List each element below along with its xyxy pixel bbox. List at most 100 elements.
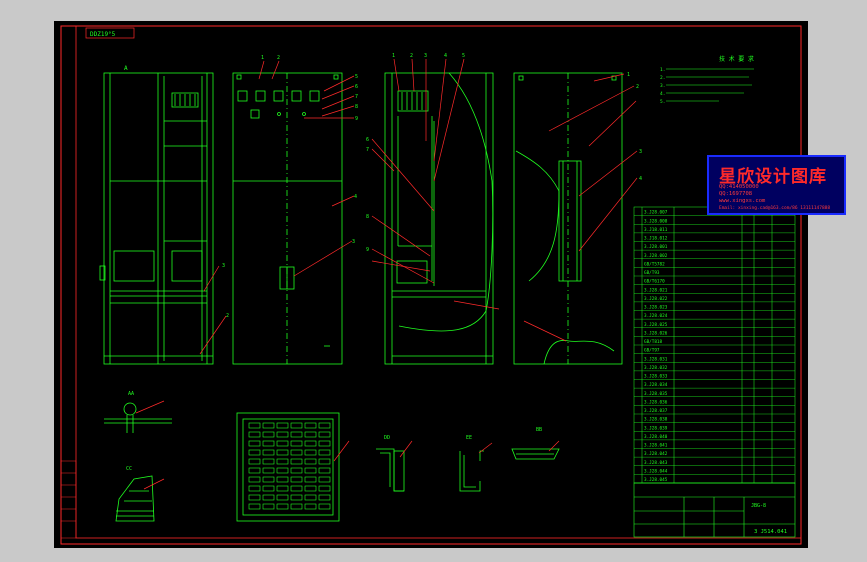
vent-slot bbox=[276, 422, 289, 429]
notes-title: 技 术 要 求 bbox=[719, 55, 754, 63]
detail-bb-label: BB bbox=[536, 427, 542, 433]
vent-slot bbox=[262, 440, 275, 447]
vent-slot bbox=[304, 431, 317, 438]
vent-slot bbox=[304, 422, 317, 429]
note-1: 1. bbox=[660, 67, 665, 73]
inner-frame bbox=[75, 25, 802, 539]
bom-code: 3.J18.012 bbox=[644, 236, 668, 242]
vent-slot bbox=[304, 503, 317, 510]
bom-code: 3.J28.032 bbox=[644, 365, 668, 371]
vent-slot bbox=[290, 485, 303, 492]
watermark-qq2: QQ:1697708 bbox=[719, 191, 753, 197]
bom-code: 3.J28.031 bbox=[644, 356, 668, 362]
title-block bbox=[633, 482, 796, 538]
vent-slot bbox=[318, 422, 331, 429]
detail-dd-label: DD bbox=[384, 435, 390, 441]
note-5: 5. bbox=[660, 99, 665, 105]
vent-slot bbox=[248, 467, 261, 474]
rear-view-leaders bbox=[523, 73, 638, 342]
bom-code: 3.J28.035 bbox=[644, 391, 668, 397]
detail-cc-label: CC bbox=[126, 466, 132, 472]
vent-slot bbox=[304, 494, 317, 501]
vent-slot bbox=[262, 476, 275, 483]
vent-slot bbox=[262, 467, 275, 474]
bom-code: 3.J28.036 bbox=[644, 399, 668, 405]
bom-code: 3.J28.008 bbox=[644, 218, 668, 224]
bom-code: 3.J28.040 bbox=[644, 434, 668, 440]
bom-code: 3.J28.025 bbox=[644, 322, 668, 328]
vent-slot bbox=[276, 494, 289, 501]
vent-slot bbox=[248, 503, 261, 510]
door-leader-1: 1 bbox=[261, 55, 264, 61]
vent-slots bbox=[248, 422, 331, 510]
door-leader-7: 7 bbox=[355, 94, 358, 100]
bom-code: 3.J28.043 bbox=[644, 460, 668, 466]
vent-slot bbox=[304, 449, 317, 456]
vent-slot bbox=[262, 458, 275, 465]
vent-slot bbox=[304, 467, 317, 474]
door-leader-3: 3 bbox=[352, 239, 355, 245]
bom-code: 3.J28.038 bbox=[644, 417, 668, 423]
bom-code: 3.J28.045 bbox=[644, 477, 668, 483]
bom-code: 3.J28.039 bbox=[644, 425, 668, 431]
bom-code: GB/T5782 bbox=[644, 261, 665, 267]
bom-code: GB/T6170 bbox=[644, 279, 665, 285]
detail-dd bbox=[376, 448, 405, 492]
left-stamp bbox=[60, 460, 77, 539]
vent-slot bbox=[276, 503, 289, 510]
vent-slot bbox=[318, 485, 331, 492]
door-view bbox=[232, 72, 343, 365]
front-leader-3: 3 bbox=[222, 263, 225, 269]
front-view-label: A bbox=[124, 65, 128, 72]
vent-slot bbox=[276, 476, 289, 483]
watermark-stamp: 星欣设计图库 QQ:414050000 QQ:1697708 www.xingx… bbox=[707, 155, 846, 215]
vent-slot bbox=[262, 449, 275, 456]
front-leader-2: 2 bbox=[226, 313, 229, 319]
bom-code: 3.J28.041 bbox=[644, 443, 668, 449]
vent-slot bbox=[318, 494, 331, 501]
vent-slot bbox=[262, 422, 275, 429]
side-leader-9: 9 bbox=[366, 247, 369, 253]
detail-bb bbox=[511, 448, 560, 460]
vent-slot bbox=[276, 449, 289, 456]
side-leader-5: 5 bbox=[462, 53, 465, 59]
side-leader-8: 8 bbox=[366, 214, 369, 220]
rear-leader-4: 4 bbox=[639, 176, 642, 182]
rear-leader-3: 3 bbox=[639, 149, 642, 155]
bom-rows: 3.J28.0073.J28.0083.J18.0113.J18.0123.J2… bbox=[634, 210, 795, 484]
vent-slot bbox=[248, 440, 261, 447]
bom-code: 3.J28.023 bbox=[644, 305, 668, 311]
side-leader-2: 2 bbox=[410, 53, 413, 59]
vent-slot bbox=[304, 458, 317, 465]
bom-code: 3.J28.001 bbox=[644, 244, 668, 250]
note-4: 4. bbox=[660, 91, 665, 97]
detail-aa-label: AA bbox=[128, 391, 134, 397]
vent-slot bbox=[276, 458, 289, 465]
vent-slot bbox=[248, 476, 261, 483]
vent-slot bbox=[290, 431, 303, 438]
side-leader-4: 4 bbox=[444, 53, 447, 59]
side-leader-6: 6 bbox=[366, 137, 369, 143]
bom-code: 3.J28.026 bbox=[644, 330, 668, 336]
door-view-leaders bbox=[258, 60, 355, 277]
detail-ee bbox=[459, 450, 484, 492]
front-view-leaders bbox=[199, 265, 227, 355]
detail-leaders bbox=[135, 400, 560, 490]
vent-slot bbox=[290, 476, 303, 483]
sheet-tag: DDZ19°5 bbox=[90, 31, 116, 38]
vent-slot bbox=[290, 449, 303, 456]
vent-slot bbox=[304, 440, 317, 447]
bom-code: GB/T818 bbox=[644, 339, 663, 345]
door-leader-9: 9 bbox=[355, 116, 358, 122]
door-leader-5: 5 bbox=[355, 74, 358, 80]
vent-slot bbox=[262, 494, 275, 501]
vent-slot bbox=[318, 476, 331, 483]
bom-code: 3.J28.024 bbox=[644, 313, 668, 319]
door-leader-2: 2 bbox=[277, 55, 280, 61]
detail-ee-label: EE bbox=[466, 435, 472, 441]
bom-code: 3.J28.002 bbox=[644, 253, 668, 259]
side-leader-1: 1 bbox=[392, 53, 395, 59]
bom-code: 3.J28.042 bbox=[644, 451, 668, 457]
detail-cc bbox=[115, 475, 155, 522]
vent-slot bbox=[318, 458, 331, 465]
